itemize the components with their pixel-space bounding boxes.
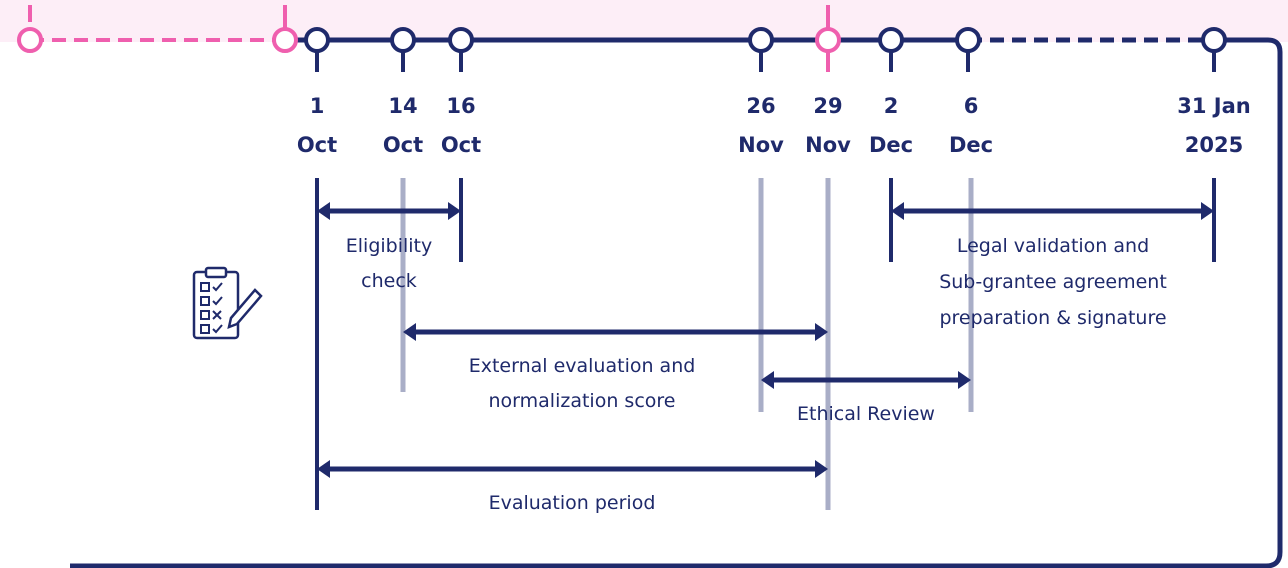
eligibility-arrow-head-left	[317, 202, 330, 220]
legal-validation-arrow-head-right	[1201, 202, 1214, 220]
phase-label-ethical-review: Ethical Review	[797, 403, 935, 425]
clipboard-checklist-icon	[192, 266, 263, 340]
date-label-29-nov: 29	[813, 94, 842, 118]
legal-validation-arrow-head-left	[891, 202, 904, 220]
milestone-node	[390, 27, 416, 53]
date-label-26-nov-line2: Nov	[738, 133, 784, 157]
date-label-26-nov: 26	[746, 94, 775, 118]
phase-label-evaluation-period: Evaluation period	[489, 492, 656, 514]
date-label-14-oct: 14	[388, 94, 417, 118]
date-label-6-dec: 6	[964, 94, 979, 118]
milestone-node	[272, 27, 298, 53]
evaluation-period-arrow-head-right	[815, 460, 828, 478]
date-label-14-oct-line2: Oct	[383, 133, 423, 157]
external-evaluation-arrow-head-right	[815, 323, 828, 341]
milestone-node	[1201, 27, 1227, 53]
milestone-node	[748, 27, 774, 53]
milestone-node	[304, 27, 330, 53]
milestone-node	[815, 27, 841, 53]
date-label-16-oct-line2: Oct	[441, 133, 481, 157]
ethical-review-arrow-head-right	[958, 371, 971, 389]
milestone-node	[448, 27, 474, 53]
ethical-review-arrow-head-left	[761, 371, 774, 389]
date-label-16-oct: 16	[446, 94, 475, 118]
date-label-1-oct: 1	[310, 94, 325, 118]
milestone-node	[878, 27, 904, 53]
date-label-2-dec: 2	[884, 94, 899, 118]
milestone-node	[955, 27, 981, 53]
external-evaluation-arrow-head-left	[403, 323, 416, 341]
milestone-node	[17, 27, 43, 53]
date-label-6-dec-line2: Dec	[949, 133, 993, 157]
evaluation-period-arrow-head-left	[317, 460, 330, 478]
timeline-return-path	[70, 37, 1283, 568]
date-label-31-jan-2025: 31 Jan	[1177, 94, 1250, 118]
date-label-2-dec-line2: Dec	[869, 133, 913, 157]
eligibility-arrow-head-right	[448, 202, 461, 220]
date-label-1-oct-line2: Oct	[297, 133, 337, 157]
date-label-31-jan-2025-line2: 2025	[1185, 133, 1243, 157]
date-label-29-nov-line2: Nov	[805, 133, 851, 157]
pink-header-band	[0, 0, 1288, 42]
